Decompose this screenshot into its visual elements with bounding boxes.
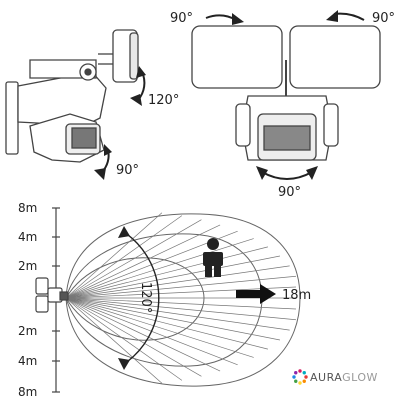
beam-line — [65, 297, 221, 372]
range-arrow-icon: 18m — [236, 284, 311, 304]
front-left-angle-label: 90° — [170, 11, 193, 26]
beam-line — [65, 265, 290, 299]
scale-label: 8m — [18, 201, 37, 215]
beam-line — [65, 297, 281, 341]
logo-dot — [298, 369, 302, 373]
beam-line — [65, 297, 297, 321]
beam-line — [65, 297, 202, 377]
brand-prefix: AURA — [310, 371, 342, 384]
beam-line — [65, 297, 290, 331]
front-sensor-rotation: 90° — [256, 166, 318, 200]
scale-label: 2m — [18, 259, 37, 273]
logo-dot — [298, 381, 302, 385]
beam-line — [65, 297, 268, 350]
front-panel-right — [289, 25, 381, 89]
beam-line — [65, 246, 268, 299]
beam-line — [65, 238, 254, 299]
logo-dot — [302, 379, 306, 383]
vertical-scale-labels: 8m 4m 2m 2m 4m 8m — [18, 201, 37, 399]
wall-bracket — [5, 81, 19, 155]
beam-line — [65, 275, 297, 299]
front-view-light — [191, 25, 381, 161]
scale-label: 8m — [18, 385, 37, 399]
zone-mid — [65, 233, 263, 367]
front-right-angle-label: 90° — [372, 11, 395, 26]
scale-label: 4m — [18, 230, 37, 244]
brand-suffix: GLOW — [342, 371, 378, 384]
beam-line — [65, 286, 297, 299]
color-dots-icon — [292, 369, 308, 385]
person-icon — [203, 238, 223, 277]
beam-line — [65, 212, 163, 299]
side-head-angle-label: 120° — [148, 93, 179, 108]
side-sensor-rotation: 90° — [94, 144, 139, 180]
beam-line — [65, 297, 297, 310]
logo-dot — [294, 379, 298, 383]
scale-label: 2m — [18, 324, 37, 338]
beam-line — [65, 219, 202, 299]
logo-dot — [302, 371, 306, 375]
auraglow-logo: AURAGLOW — [292, 369, 378, 385]
beam-line — [65, 297, 163, 384]
beam-line — [65, 297, 254, 358]
front-sensor-angle-label: 90° — [278, 185, 301, 200]
svg-text:AURAGLOW: AURAGLOW — [310, 371, 378, 384]
logo-dot — [304, 375, 308, 379]
coverage-angle-label: 120° — [138, 282, 153, 313]
zone-outer — [65, 213, 301, 387]
wall-light-icon — [35, 277, 69, 313]
logo-dot — [292, 375, 296, 379]
front-panel-left — [191, 25, 283, 89]
front-right-rotation: 90° — [326, 10, 395, 26]
beam-line — [65, 255, 281, 299]
side-head-rotation: 120° — [130, 66, 179, 108]
scale-label: 4m — [18, 354, 37, 368]
side-sensor-angle-label: 90° — [116, 163, 139, 178]
side-view-light — [5, 29, 139, 163]
range-label: 18m — [282, 288, 311, 303]
beam-line — [65, 215, 183, 299]
beam-line — [65, 297, 183, 381]
logo-dot — [294, 371, 298, 375]
front-left-rotation: 90° — [170, 11, 244, 26]
angle-arc: 120° — [118, 226, 160, 370]
beam-line — [65, 224, 221, 299]
